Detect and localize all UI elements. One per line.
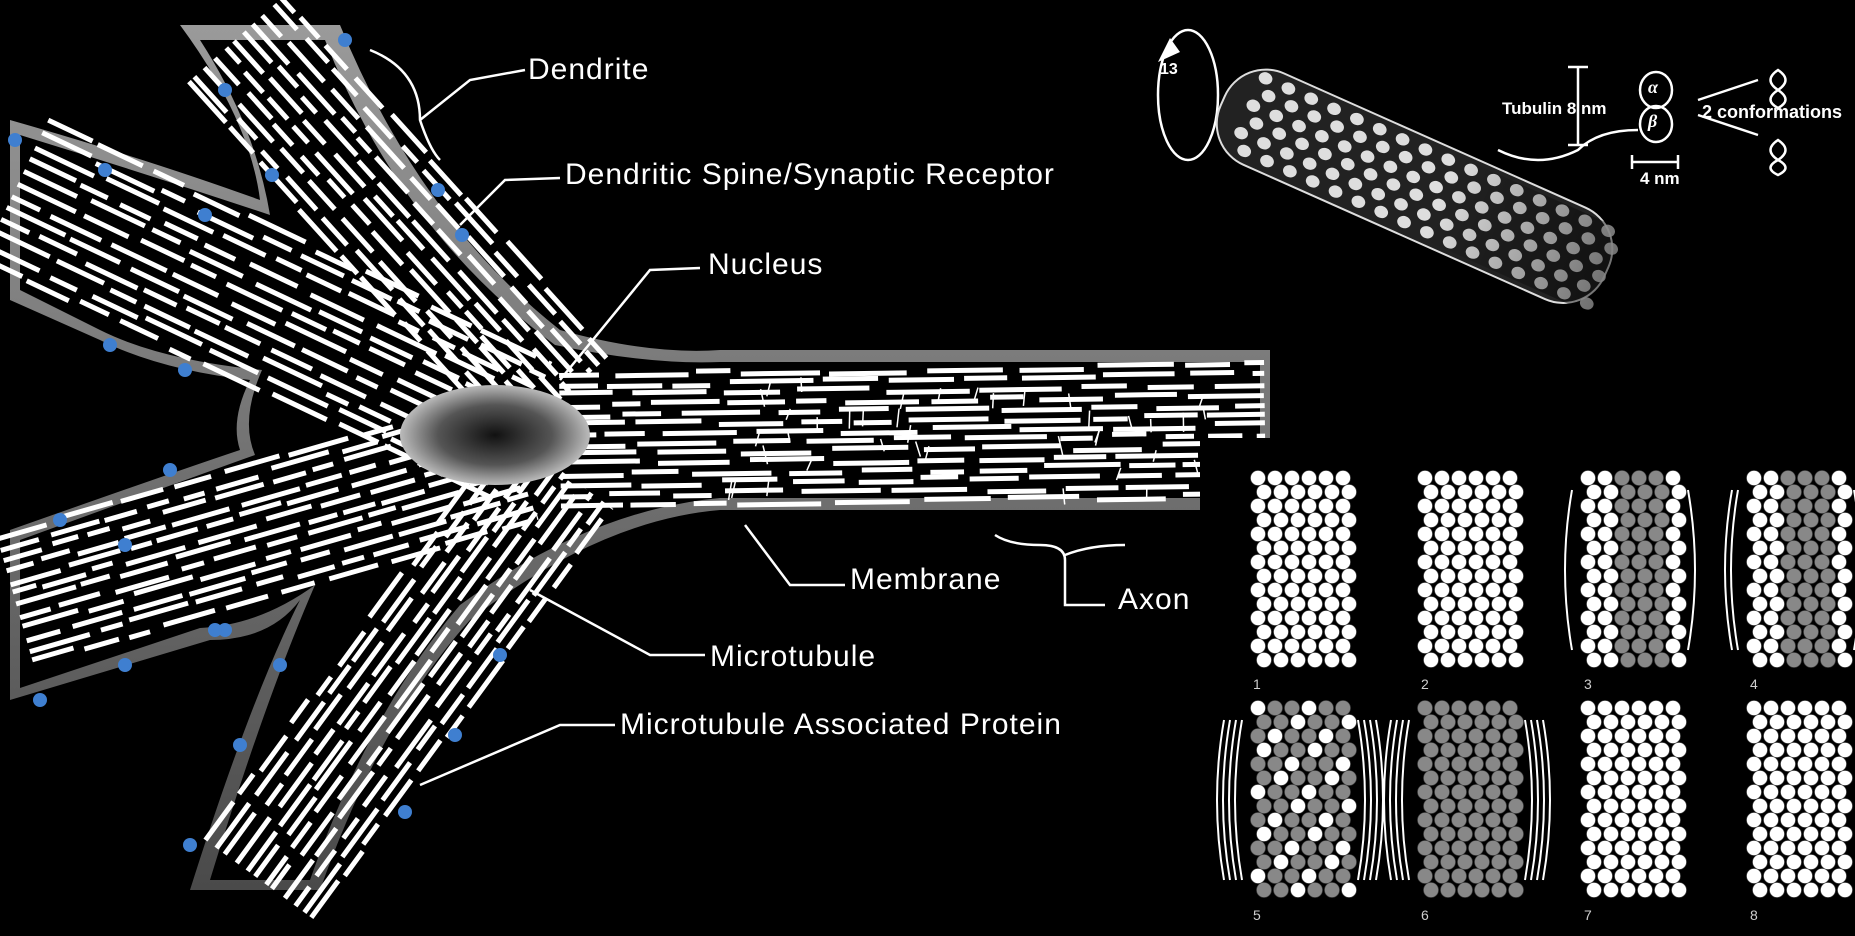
microtubule-fibers	[0, 0, 1266, 918]
label-dendritic-spine: Dendritic Spine/Synaptic Receptor	[565, 160, 1055, 190]
panel-number-5: 5	[1253, 908, 1261, 922]
panel-number-7: 7	[1584, 908, 1592, 922]
tubulin-label: Tubulin 8 nm	[1502, 100, 1607, 117]
label-membrane: Membrane	[850, 565, 1001, 595]
nucleus-shape	[400, 385, 590, 485]
label-microtubule: Microtubule	[710, 642, 876, 672]
microtubule-structure	[1118, 0, 1855, 340]
rotation-label: 13	[1160, 62, 1178, 78]
panel-number-6: 6	[1421, 908, 1429, 922]
conformations-label: 2 conformations	[1702, 103, 1842, 121]
label-nucleus: Nucleus	[708, 250, 823, 280]
beta-label: β	[1648, 112, 1657, 130]
panel-number-8: 8	[1750, 908, 1758, 922]
panel-number-2: 2	[1421, 677, 1429, 691]
width-label: 4 nm	[1640, 170, 1680, 187]
label-axon: Axon	[1118, 585, 1190, 615]
panel-number-3: 3	[1584, 677, 1592, 691]
panel-number-4: 4	[1750, 677, 1758, 691]
label-microtubule-associated-protein: Microtubule Associated Protein	[620, 710, 1062, 740]
alpha-label: α	[1648, 78, 1658, 96]
panel-number-1: 1	[1253, 677, 1261, 691]
label-dendrite: Dendrite	[528, 55, 649, 85]
